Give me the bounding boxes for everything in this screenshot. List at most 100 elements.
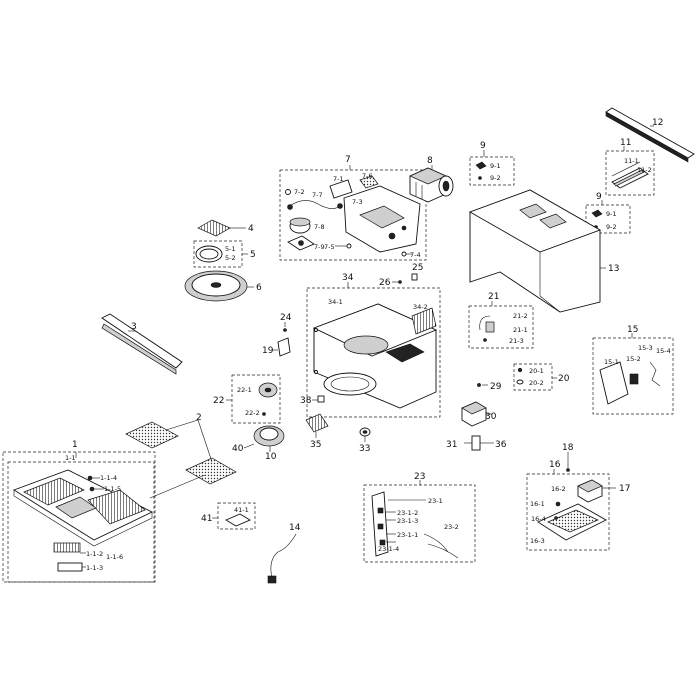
part-group-7: 7 7-1 7-2 7-3 7-4 7-5 7-6 7-7 7-8 7-9 — [279, 155, 427, 261]
part-group-38-35-33: 38 35 33 — [300, 395, 370, 454]
label-3: 3 — [131, 322, 137, 332]
label-15-4: 15-4 — [656, 347, 671, 355]
label-34-2: 34-2 — [413, 303, 428, 311]
label-33: 33 — [359, 444, 370, 454]
label-17: 17 — [619, 484, 630, 494]
fan-shaft-icon — [289, 200, 341, 209]
label-11-1: 11-1 — [624, 157, 639, 165]
part-group-9-lower: 9 9-1 9-2 — [585, 192, 631, 234]
grille-part-icon — [53, 542, 81, 553]
hood-filter-grille-icon — [23, 477, 85, 506]
charcoal-filter-icon — [125, 421, 179, 449]
part-group-25-26: 25 26 — [379, 263, 423, 288]
label-41-1: 41-1 — [234, 506, 249, 514]
vent-grille-icon — [101, 313, 183, 369]
label-6: 6 — [256, 283, 262, 293]
label-12: 12 — [652, 118, 663, 128]
label-7-5: 7-5 — [324, 243, 335, 251]
label-16-4: 16-4 — [531, 515, 546, 523]
label-23-1-2: 23-1-2 — [397, 509, 418, 517]
part-group-20: 20-1 20-2 20 — [513, 363, 570, 391]
label-9-1-lower: 9-1 — [606, 210, 617, 218]
screw-icon — [285, 189, 291, 195]
part-group-8: 8 — [409, 156, 454, 203]
part-group-31-36: 31 36 — [446, 435, 507, 451]
label-41: 41 — [201, 514, 212, 524]
light-lens-icon — [55, 496, 97, 519]
grease-filter-icon — [197, 219, 231, 237]
group-11-box — [605, 150, 655, 196]
label-21-2: 21-2 — [513, 312, 528, 320]
screw-icon — [483, 338, 487, 342]
label-23-1: 23-1 — [428, 497, 443, 505]
label-25: 25 — [412, 263, 423, 273]
label-16-3: 16-3 — [530, 537, 545, 545]
part-group-11: 11 11-1 11-2 — [605, 138, 655, 196]
label-15-1: 15-1 — [604, 358, 619, 366]
stirrer-cover-icon — [277, 337, 291, 357]
label-16-1: 16-1 — [530, 500, 545, 508]
group-15-box — [592, 337, 674, 415]
label-16-2: 16-2 — [551, 485, 566, 493]
clip-icon — [475, 161, 487, 170]
label-7-3: 7-3 — [352, 198, 363, 206]
label-20-1: 20-1 — [529, 367, 544, 375]
label-8: 8 — [427, 156, 433, 166]
label-24: 24 — [280, 313, 292, 323]
power-cord-icon — [270, 533, 297, 579]
label-1-1: 1-1 — [65, 454, 76, 462]
label-2: 2 — [196, 413, 202, 423]
group-20-box — [513, 363, 553, 391]
label-9-lower: 9 — [596, 192, 602, 202]
part-group-41: 41-1 41 — [201, 502, 256, 530]
label-14: 14 — [289, 523, 301, 533]
label-19: 19 — [262, 346, 274, 356]
label-30: 30 — [485, 412, 497, 422]
label-40: 40 — [232, 444, 244, 454]
lamp-socket-icon — [485, 321, 495, 333]
screw-icon — [283, 328, 287, 332]
label-21-3: 21-3 — [509, 337, 524, 345]
label-9-1-upper: 9-1 — [490, 162, 501, 170]
clip-icon — [591, 209, 603, 218]
label-23-1-1: 23-1-1 — [397, 531, 418, 539]
part-group-16: 16 16-2 16-1 16-4 16-3 17 18 — [526, 443, 630, 551]
label-11: 11 — [620, 138, 631, 148]
part-group-12: 12 — [605, 107, 695, 163]
label-20: 20 — [558, 374, 570, 384]
switch-icon — [629, 373, 639, 385]
label-18: 18 — [562, 443, 574, 453]
label-20-2: 20-2 — [529, 379, 544, 387]
label-5-2: 5-2 — [225, 254, 236, 262]
screw-icon — [262, 412, 266, 416]
screw-icon — [517, 367, 523, 373]
screw-icon — [555, 501, 561, 507]
label-7-2: 7-2 — [294, 188, 305, 196]
label-1-1-4: 1-1-4 — [100, 474, 117, 482]
motor-plate-icon — [359, 175, 379, 189]
part-group-2: 2 — [125, 413, 237, 499]
part-group-14: 14 — [267, 523, 301, 584]
label-plate-icon — [225, 513, 251, 527]
label-15-2: 15-2 — [626, 355, 641, 363]
vent-grille-edge — [101, 323, 177, 375]
part-group-19-24: 19 24 — [262, 313, 292, 357]
label-1-1-2: 1-1-2 — [86, 550, 103, 558]
label-4: 4 — [248, 224, 254, 234]
label-31: 31 — [446, 440, 457, 450]
roller-ring-inner — [199, 248, 219, 260]
label-15: 15 — [627, 325, 638, 335]
group-16-box — [526, 473, 610, 551]
cabinet-top-icon — [468, 189, 602, 253]
screw-icon — [89, 486, 95, 492]
part-group-9-upper: 9 9-1 9-2 — [469, 141, 515, 186]
part-group-21: 21 21-2 21-1 21-3 — [468, 292, 534, 349]
screw-icon — [87, 475, 93, 481]
mounting-bar-icon — [605, 107, 695, 159]
motor-bracket-icon — [329, 179, 353, 199]
label-1-1-3: 1-1-3 — [86, 564, 103, 572]
label-1-1-6: 1-1-6 — [106, 553, 123, 561]
label-7-8: 7-8 — [314, 223, 325, 231]
label-26: 26 — [379, 278, 391, 288]
